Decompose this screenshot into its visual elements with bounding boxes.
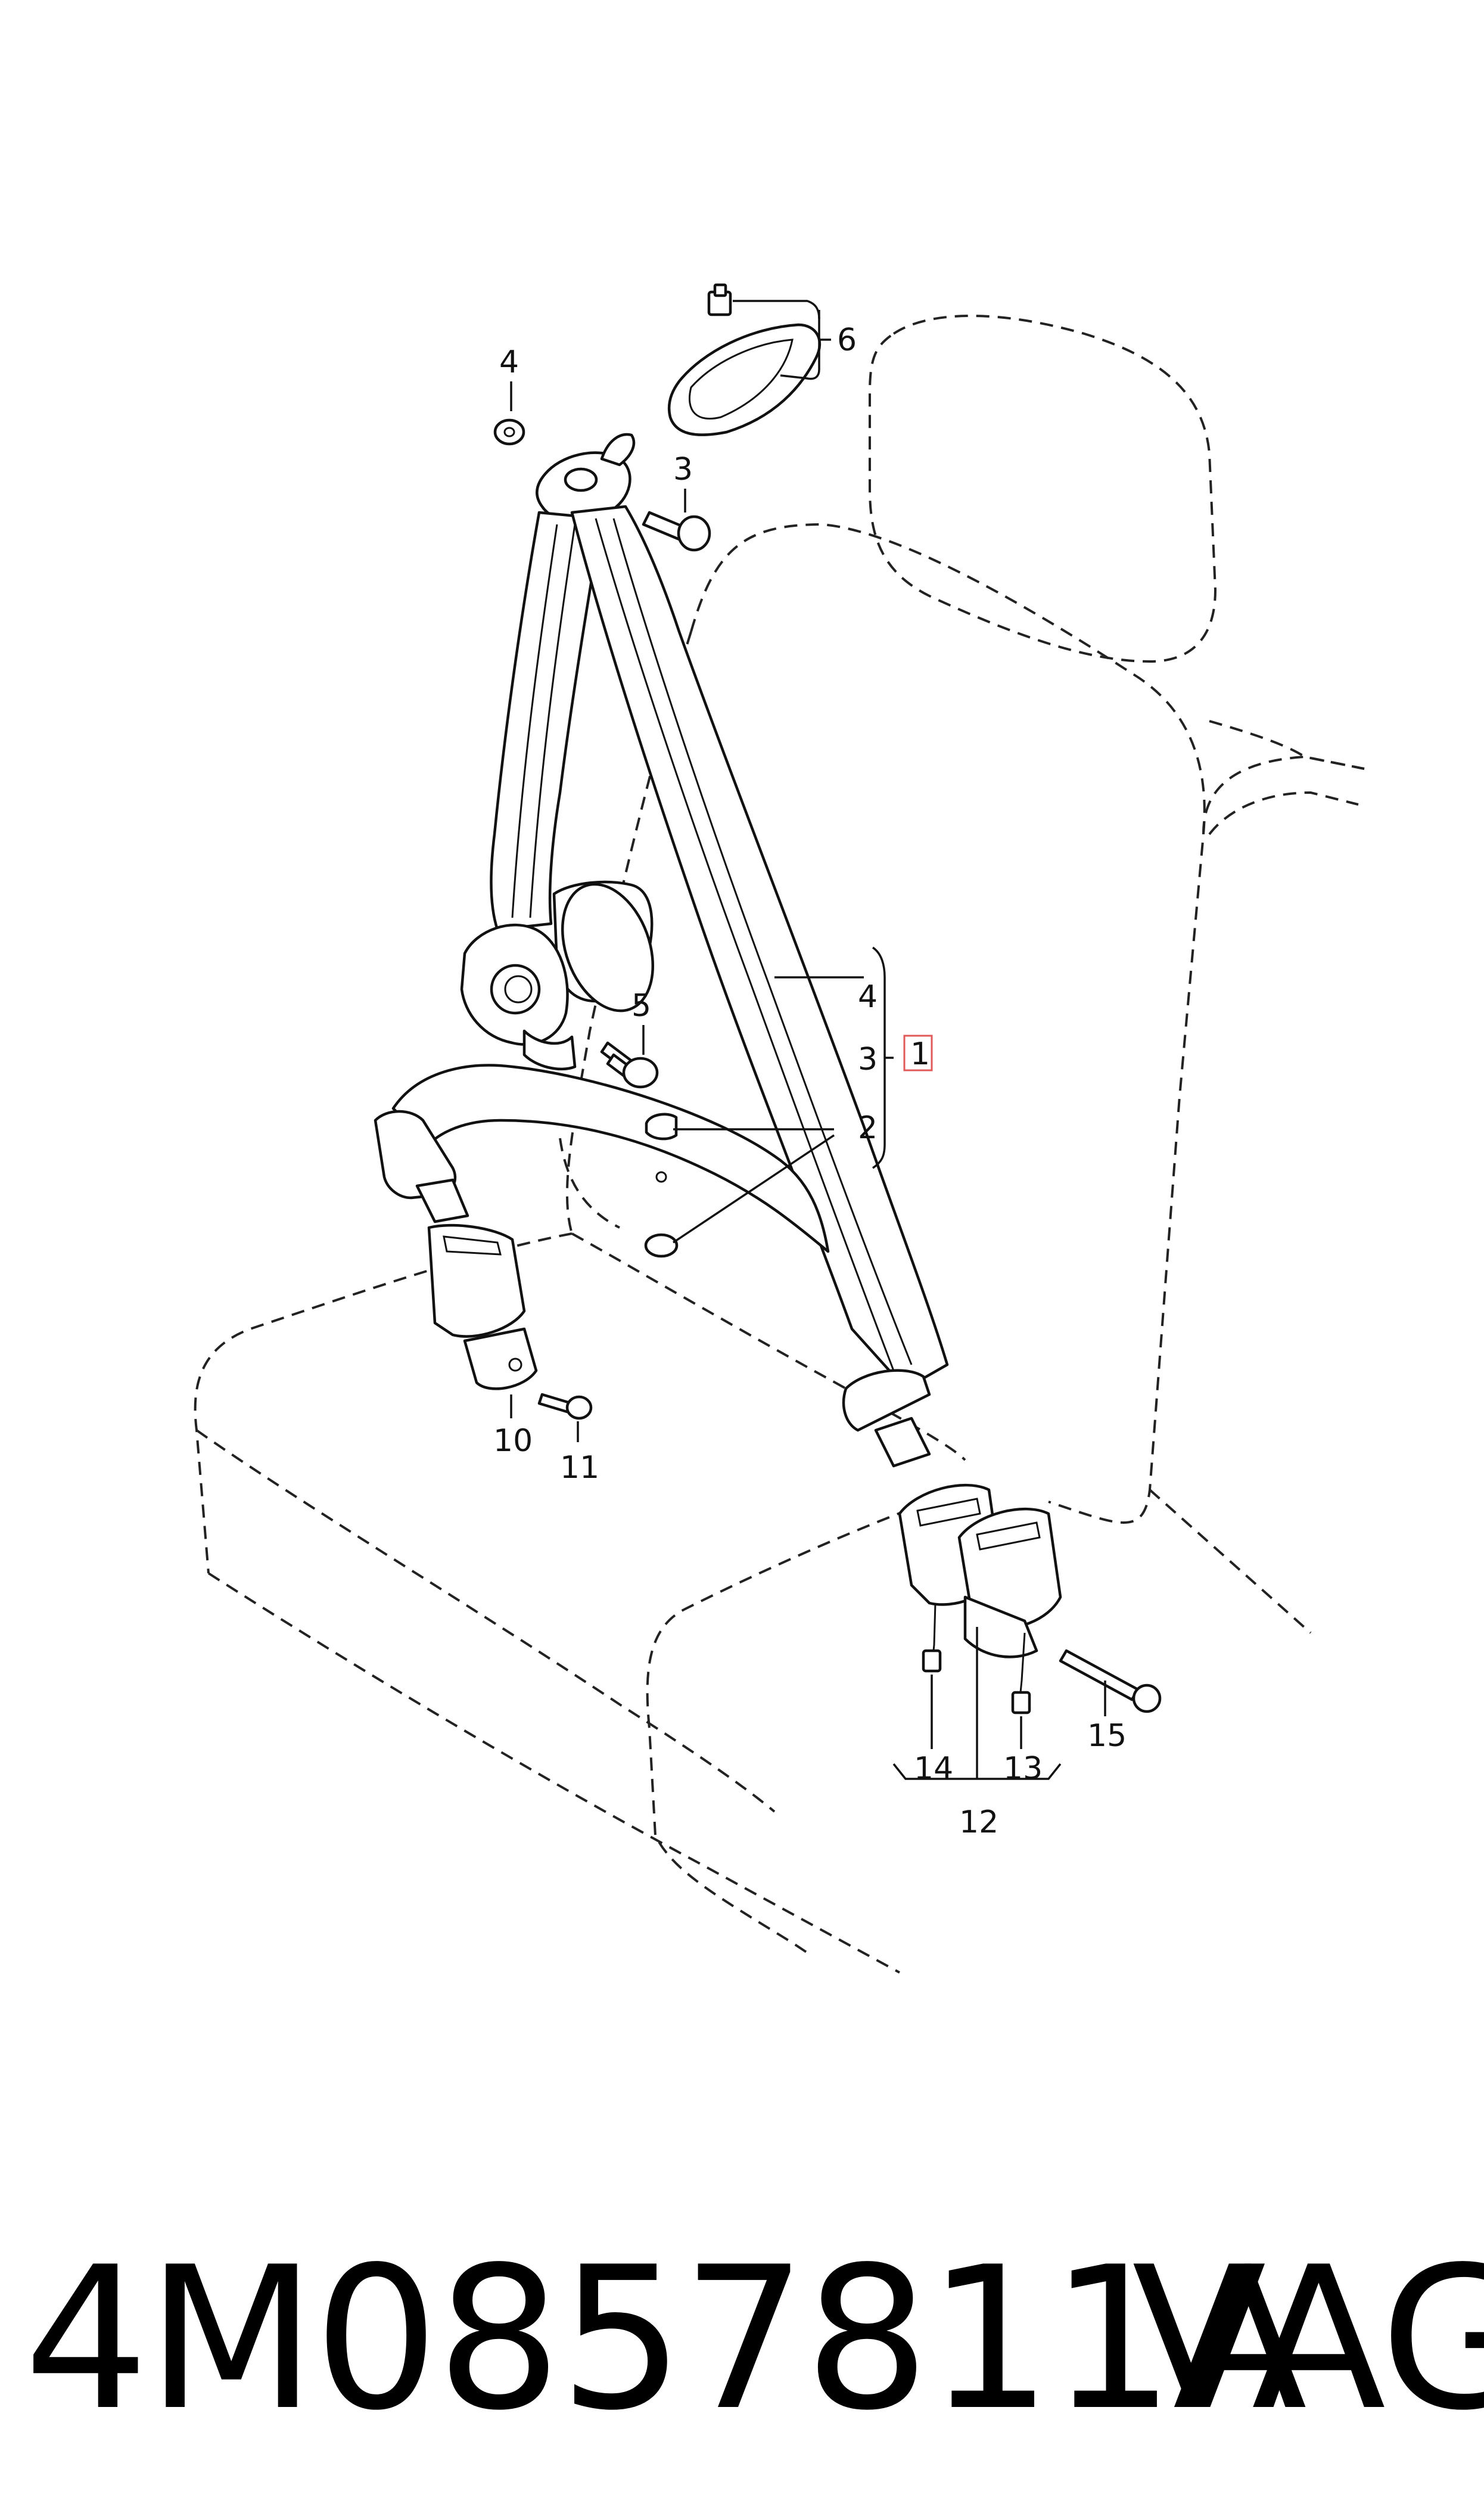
connector-14	[922, 1649, 942, 1673]
left-buckle-slot	[443, 1235, 502, 1256]
callout-11: 11	[560, 1450, 599, 1486]
brand-label: VAG	[1132, 2225, 1484, 2453]
callout-14: 14	[914, 1751, 953, 1787]
buckle-bolt-head	[1132, 1684, 1162, 1713]
callout-15: 15	[1087, 1718, 1127, 1754]
cushion-outline	[194, 1232, 573, 1574]
cushion-front-left	[195, 1429, 776, 1813]
left-buckle-anchor-hole	[508, 1358, 522, 1372]
cover-trim-part	[667, 283, 822, 436]
seat-outline	[194, 315, 1365, 1974]
spacer-pin	[655, 1171, 667, 1183]
connector-13	[1011, 1691, 1031, 1714]
callout-3-top: 3	[673, 452, 693, 487]
upper-anchor-hole	[564, 467, 598, 492]
upper-washer-hole	[503, 427, 515, 437]
bracket-12	[892, 1763, 1062, 1780]
lap-belt-webbing	[391, 1064, 830, 1253]
callout-3-bracket: 3	[858, 1042, 878, 1077]
buckle-anchor-plate	[963, 1595, 1038, 1658]
cushion-front-lower	[207, 1572, 900, 1974]
bracket-1	[872, 946, 894, 1169]
upper-washer	[493, 418, 525, 446]
left-buckle-body	[427, 1223, 526, 1338]
callout-4-bracket: 4	[858, 979, 878, 1015]
part-number-label: 4M0857811A	[24, 2225, 1307, 2453]
callout-1-highlight	[903, 1035, 933, 1071]
leader-6-bottom	[780, 369, 820, 380]
callout-13: 13	[1003, 1751, 1043, 1787]
callout-leaders	[510, 300, 1106, 1780]
callout-12: 12	[959, 1804, 998, 1840]
callout-6: 6	[837, 322, 857, 358]
headrest-shoulder	[1209, 720, 1365, 770]
retractor-spool	[561, 883, 655, 1012]
retractor-hub-inner	[504, 975, 533, 1004]
callout-4-top: 4	[499, 344, 519, 380]
diagonal-tongue-plate	[874, 1417, 931, 1468]
callout-5: 5	[631, 988, 651, 1024]
lap-belt-tongue-plate	[415, 1178, 469, 1223]
backrest-outline	[690, 523, 1206, 1524]
buckle-right-slot	[976, 1521, 1041, 1551]
trim-clip-tab	[713, 283, 727, 297]
retractor-bolt-head	[622, 1057, 659, 1089]
left-buckle-anchor	[463, 1327, 538, 1390]
diagonal-tongue-latch	[842, 1369, 931, 1432]
webbing-left-stitch-a	[511, 524, 558, 918]
retractor-mount-bracket	[522, 1029, 577, 1071]
trim-cover-inner	[688, 338, 794, 420]
callout-10: 10	[493, 1423, 533, 1459]
buckle-bolt-shaft	[1059, 1649, 1140, 1701]
webbing-diagonal-stitch-b	[612, 518, 913, 1365]
seat-belt-assembly	[374, 418, 1162, 1714]
anchor-washer-flag	[600, 433, 636, 467]
webbing-left-strap	[490, 511, 603, 931]
callout-labels: 6 4 3 5 4 3 1 2 10 11 15 14 13 12	[493, 322, 1127, 1840]
callout-2: 2	[858, 1110, 878, 1146]
left-buckle-bolt-head	[565, 1395, 593, 1420]
cushion-right-section	[646, 1501, 930, 1956]
spacer-washer	[644, 1233, 679, 1258]
webbing-left-stitch-b	[529, 524, 576, 918]
backrest-right-panel	[1202, 755, 1365, 835]
webbing-diagonal-strap	[570, 505, 949, 1390]
buckle-left-slot	[916, 1498, 981, 1527]
cushion-rear-left	[559, 1138, 620, 1229]
webbing-diagonal-stitch-a	[595, 518, 895, 1371]
headrest-outline	[869, 315, 1217, 663]
retractor-hub	[490, 964, 541, 1015]
upper-bolt-head	[677, 515, 711, 552]
bracket-6	[818, 310, 831, 369]
spacer-plug	[645, 1113, 678, 1141]
leader-6-top	[733, 300, 820, 319]
callout-1: 1	[910, 1036, 930, 1072]
trim-cover-body	[667, 323, 822, 436]
cushion-right-tail	[1149, 1489, 1312, 1634]
leader-2-b	[673, 1134, 835, 1244]
